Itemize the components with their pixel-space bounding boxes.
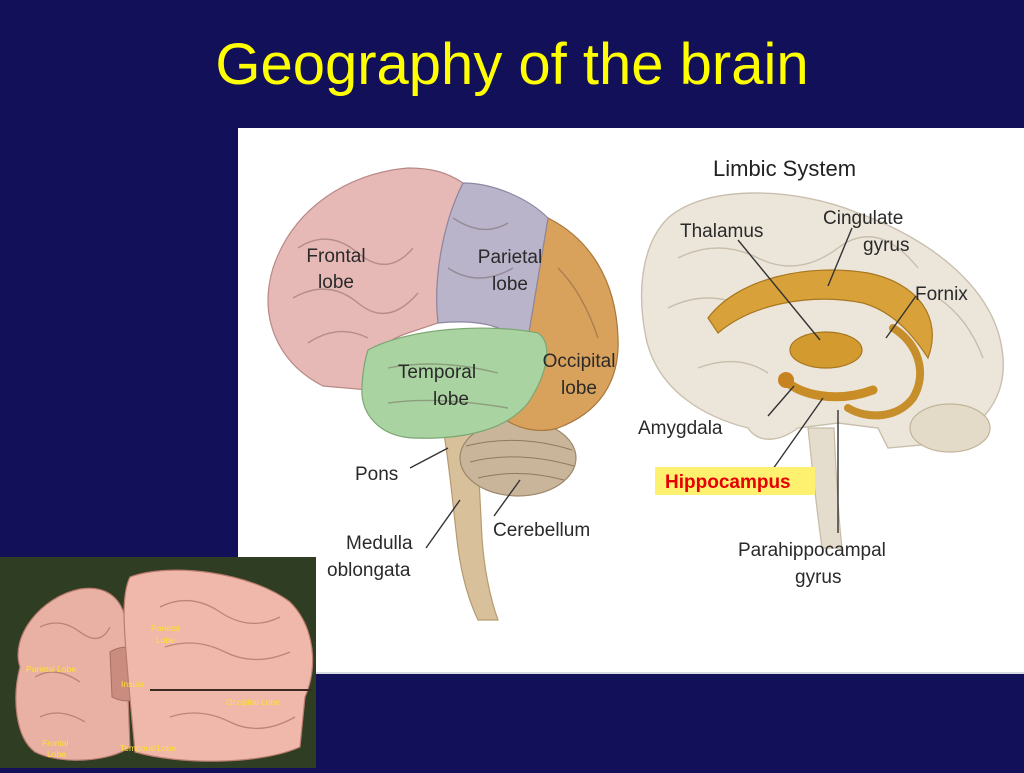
occipital-lobe-label-2: lobe [561,378,597,399]
parietal-lobe-label-2: lobe [492,274,528,295]
model-frontal-lobe-label-1: Frontal [42,738,69,748]
medulla-label-2: oblongata [327,560,411,581]
brain-model-illustration: Parietal Lobe Parietal Lobe Insula Occip… [0,557,316,768]
model-temporal-lobe-label: Temporal Lobe [120,743,177,753]
amygdala-label: Amygdala [638,418,723,439]
cingulate-gyrus-label-2: gyrus [863,235,909,256]
fornix-shape [844,324,925,420]
model-right-hemisphere [123,569,314,762]
cingulate-gyrus-label-1: Cingulate [823,208,903,229]
pons-label: Pons [355,464,398,485]
model-parietal-lobe-top-label-1: Parietal [151,623,180,633]
model-occipital-lobe-label: Occipital Lobe [226,697,280,707]
amygdala-shape [778,372,794,388]
diagram-panel: Frontal lobe Parietal lobe Temporal lobe… [238,128,1024,674]
cerebellum-label: Cerebellum [493,520,590,541]
limbic-cerebellum-shape [909,403,991,453]
frontal-lobe-label-2: lobe [318,272,354,293]
frontal-lobe-label-1: Frontal [306,246,365,267]
occipital-lobe-label-1: Occipital [543,351,616,372]
fornix-label: Fornix [915,284,968,305]
hippocampus-label: Hippocampus [665,472,791,493]
parietal-lobe-label-1: Parietal [478,247,542,268]
thalamus-shape [789,331,863,369]
parietal-lobe-shape [436,182,549,339]
limbic-diagram: Limbic System Thalamus Cingulate gyrus [638,156,1004,588]
medulla-label-1: Medulla [346,533,413,554]
thalamus-label: Thalamus [680,221,763,242]
temporal-lobe-label-1: Temporal [398,362,476,383]
temporal-lobe-label-2: lobe [433,389,469,410]
parahippocampal-gyrus-label-2: gyrus [795,567,841,588]
hippocampus-highlight [655,467,815,495]
brainstem-shape [442,427,499,621]
model-parietal-lobe-left-label: Parietal Lobe [26,664,76,674]
brain-diagrams: Frontal lobe Parietal lobe Temporal lobe… [267,156,1004,621]
slide-title: Geography of the brain [215,32,809,97]
lobes-diagram: Frontal lobe Parietal lobe Temporal lobe… [267,167,619,621]
model-insula-label: Insula [121,679,144,689]
model-parietal-lobe-top-label-2: Lobe [156,635,175,645]
limbic-system-title: Limbic System [713,156,856,181]
parahippocampal-gyrus-label-1: Parahippocampal [738,540,886,561]
cingulate-gyrus-shape [707,269,933,360]
brain-model-photo: Parietal Lobe Parietal Lobe Insula Occip… [0,557,316,768]
temporal-lobe-shape [361,327,548,439]
model-frontal-lobe-label-2: Lobe [47,749,66,759]
